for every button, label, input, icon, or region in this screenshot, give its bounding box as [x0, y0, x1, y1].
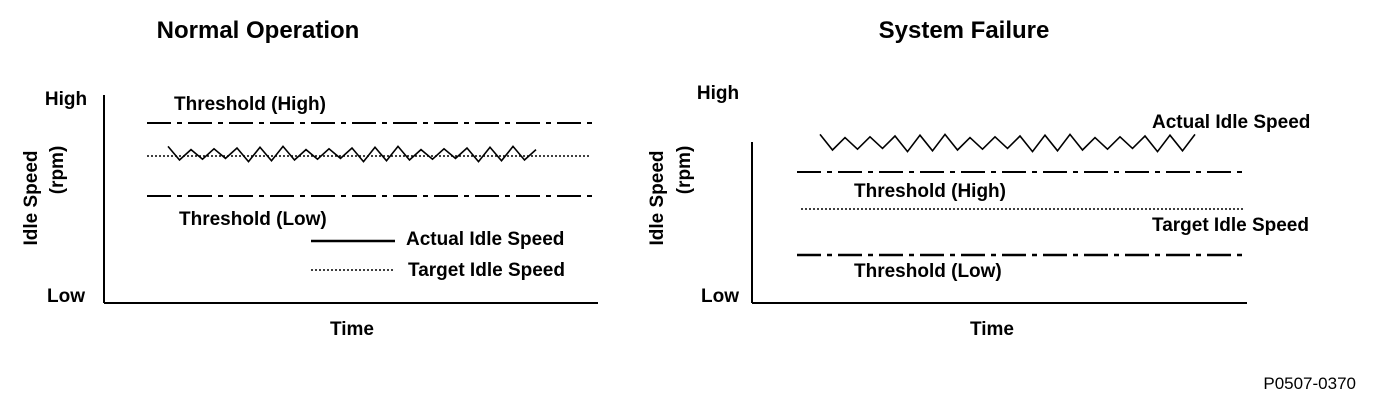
y-low-label-normal: Low	[47, 286, 85, 307]
x-axis-label-failure: Time	[970, 319, 1014, 340]
panel-title-failure: System Failure	[879, 17, 1050, 44]
actual-idle-line-failure	[819, 133, 1196, 153]
y-high-label-normal: High	[45, 89, 87, 110]
panel-title-normal: Normal Operation	[157, 17, 360, 44]
y-axis-unit-failure: (rpm)	[674, 146, 695, 195]
target-idle-label-failure: Target Idle Speed	[1152, 215, 1309, 236]
y-axis-unit-normal: (rpm)	[47, 146, 68, 195]
threshold-high-label-normal: Threshold (High)	[174, 94, 326, 115]
actual-idle-label-failure: Actual Idle Speed	[1152, 112, 1310, 133]
legend-target-label: Target Idle Speed	[408, 260, 565, 281]
figure-code: P0507-0370	[1263, 374, 1356, 393]
y-axis-label-normal: Idle Speed	[21, 150, 42, 245]
y-low-label-failure: Low	[701, 286, 739, 307]
y-high-label-failure: High	[697, 83, 739, 104]
legend-actual-label: Actual Idle Speed	[406, 229, 564, 250]
threshold-low-label-failure: Threshold (Low)	[854, 261, 1002, 282]
actual-idle-line-normal	[167, 145, 537, 163]
threshold-low-label-normal: Threshold (Low)	[179, 209, 327, 230]
x-axis-label-normal: Time	[330, 319, 374, 340]
y-axis-label-failure: Idle Speed	[647, 150, 668, 245]
threshold-high-label-failure: Threshold (High)	[854, 181, 1006, 202]
